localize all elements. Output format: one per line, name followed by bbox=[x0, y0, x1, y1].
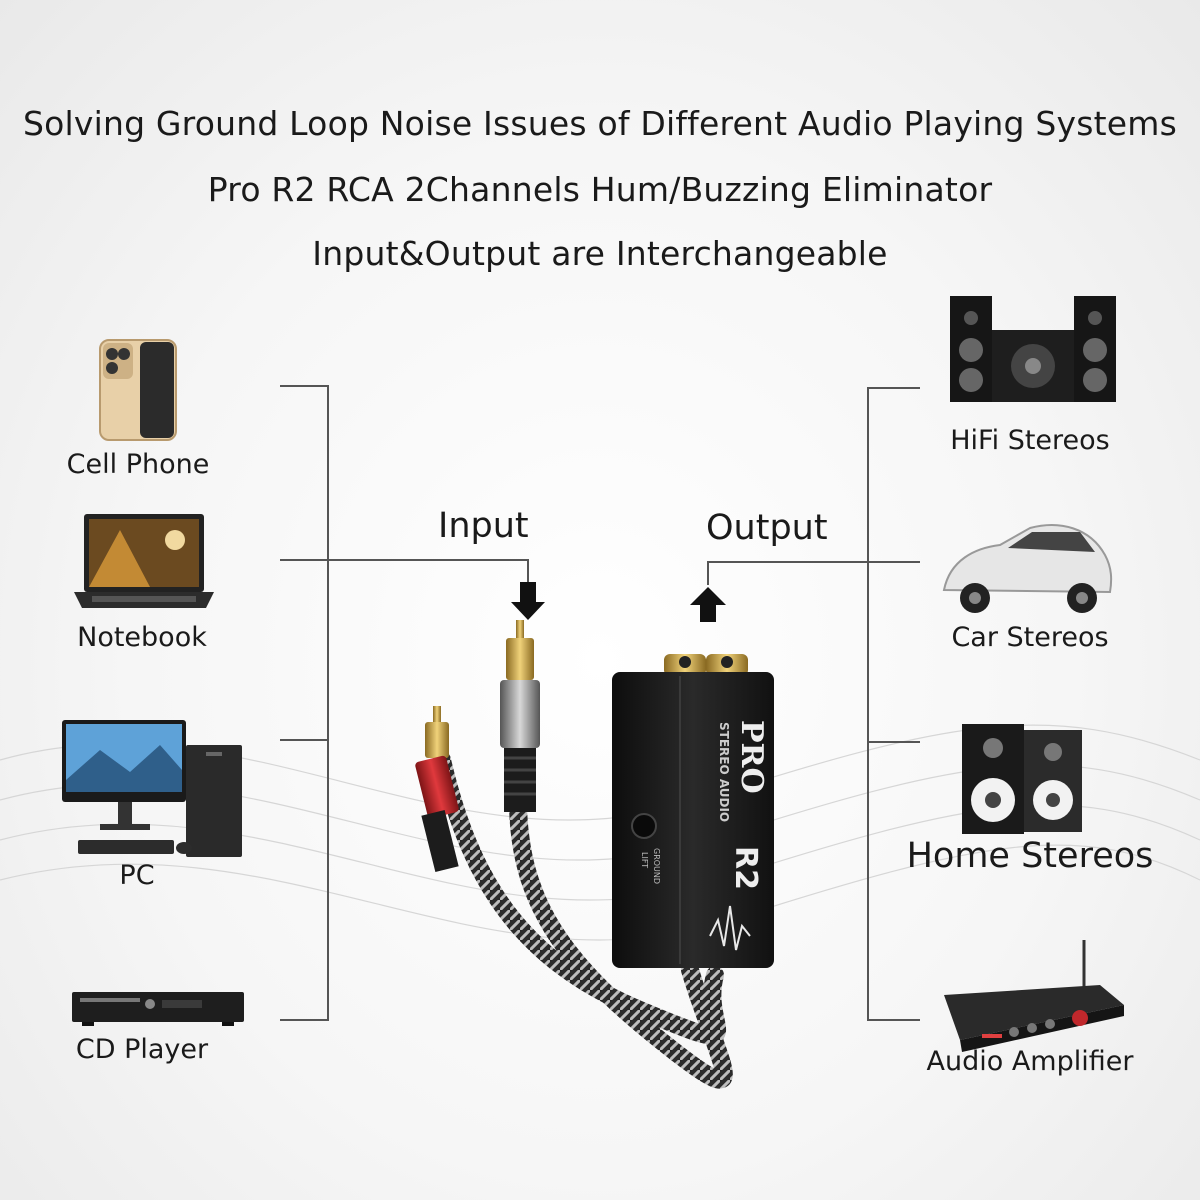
car-icon bbox=[942, 524, 1113, 613]
output-label: Output bbox=[706, 508, 828, 548]
amplifier-icon bbox=[944, 940, 1124, 1052]
output-label-home-stereos: Home Stereos bbox=[906, 836, 1154, 876]
input-arrow-icon bbox=[511, 582, 545, 620]
laptop-icon bbox=[74, 514, 214, 608]
headline-note: Input&Output are Interchangeable bbox=[312, 234, 888, 273]
headline-title: Solving Ground Loop Noise Issues of Diff… bbox=[22, 104, 1178, 143]
phone-icon bbox=[99, 339, 177, 441]
device-subtitle-text: STEREO AUDIO bbox=[717, 722, 731, 822]
source-connector-lines bbox=[280, 385, 529, 1021]
cd-player-icon bbox=[72, 992, 244, 1026]
device-brand-text: PRO bbox=[734, 720, 769, 794]
ground-loop-isolator-box bbox=[612, 654, 774, 968]
switch-label-ground: GROUND bbox=[652, 848, 661, 884]
red-rca-plug bbox=[415, 706, 459, 873]
output-label-audio-amplifier: Audio Amplifier bbox=[926, 1046, 1134, 1077]
rca-cable bbox=[433, 751, 733, 1089]
output-label-hifi-stereos: HiFi Stereos bbox=[950, 425, 1110, 456]
desktop-pc-icon bbox=[62, 720, 242, 857]
hifi-speaker-icon bbox=[950, 296, 1116, 402]
output-label-car-stereos: Car Stereos bbox=[951, 622, 1109, 653]
output-arrow-icon bbox=[690, 587, 726, 622]
headline-product: Pro R2 RCA 2Channels Hum/Buzzing Elimina… bbox=[207, 170, 993, 209]
switch-label-lift: LIFT bbox=[640, 852, 649, 868]
source-label-pc: PC bbox=[119, 860, 155, 891]
source-label-cell-phone: Cell Phone bbox=[66, 449, 210, 480]
bookshelf-speaker-icon bbox=[962, 724, 1082, 834]
source-label-cd-player: CD Player bbox=[75, 1034, 209, 1065]
device-model-text: R2 bbox=[728, 846, 763, 890]
source-label-notebook: Notebook bbox=[77, 622, 207, 653]
input-label: Input bbox=[438, 506, 529, 546]
white-rca-plug bbox=[500, 620, 540, 812]
output-connector-lines bbox=[707, 387, 920, 1021]
